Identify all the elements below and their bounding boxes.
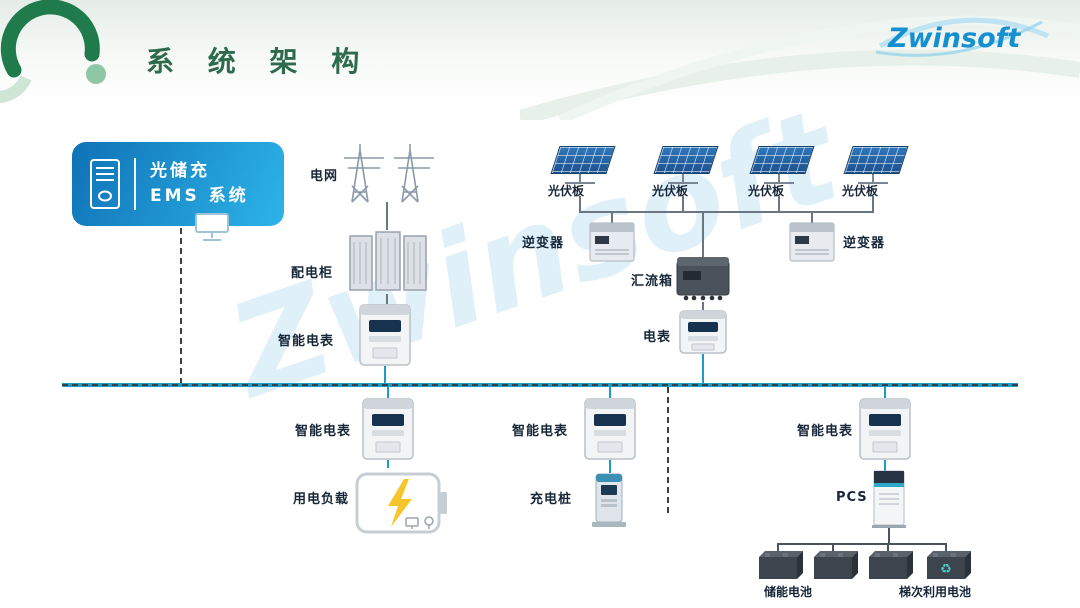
pv-panel-icon-3	[744, 146, 815, 192]
pcs-to-battery-line	[888, 528, 890, 544]
smart-meter-pcs-icon	[859, 398, 911, 460]
recycle-battery-icon: ♻	[927, 551, 971, 579]
pcs-cabinet-icon	[872, 470, 906, 528]
smart-meter-charger-label: 智能电表	[512, 424, 569, 439]
corner-leaf-decoration	[0, 0, 106, 103]
power-line-grid-to-cabinet	[386, 202, 388, 230]
pv-panel-icon-2	[648, 146, 719, 192]
pv-face	[843, 146, 909, 174]
pv-label-2: 光伏板	[652, 184, 689, 198]
battery-drop-1	[777, 543, 779, 551]
pv-bus-connector	[579, 211, 874, 213]
smart-meter-charger-icon	[584, 398, 636, 460]
distribution-cabinet-label: 配电柜	[291, 266, 334, 281]
combiner-box-label: 汇流箱	[631, 274, 674, 289]
storage-battery-label: 储能电池	[764, 585, 813, 599]
logo-text: Zwinsoft	[888, 23, 1021, 54]
inverter-left-drop	[611, 211, 613, 223]
battery-drop-4	[945, 543, 947, 551]
page-title: 系 统 架 构	[146, 45, 372, 78]
distribution-cabinet-icon	[349, 231, 427, 291]
pv-label-1: 光伏板	[548, 184, 585, 198]
smart-meter-pcs-label: 智能电表	[797, 424, 854, 439]
pcs-label: PCS	[836, 490, 868, 505]
battery-drop-3	[887, 543, 889, 551]
combiner-drop	[702, 211, 704, 257]
grid-tower-icon	[344, 144, 434, 203]
pv-panel-icon-4	[838, 146, 909, 192]
battery-drop-2	[832, 543, 834, 551]
pv-drop-2	[682, 196, 684, 212]
comm-line-bus-to-charger	[667, 387, 669, 513]
echelon-battery-label: 梯次利用电池	[899, 585, 972, 599]
pv-drop-1	[579, 196, 581, 212]
logo-swoosh-icon	[875, 17, 1049, 57]
meter-to-load-line	[387, 460, 389, 468]
logo: Zwinsoft	[872, 12, 1054, 64]
ems-monitor-icon	[195, 213, 229, 241]
inverter-right-drop	[811, 211, 813, 223]
comm-bus-dashed-line	[62, 384, 1018, 386]
ems-divider	[134, 158, 136, 210]
pv-drop-3	[778, 196, 780, 212]
meter-to-bus-line	[702, 354, 704, 384]
ems-system-box: 光储充 EMS 系统	[72, 142, 284, 226]
load-label: 用电负载	[293, 492, 350, 507]
battery-icon-1	[759, 551, 803, 579]
battery-icon-2	[814, 551, 858, 579]
inverter-left-icon	[589, 222, 635, 262]
bus-drop-center	[609, 387, 611, 398]
bus-drop-right	[884, 387, 886, 398]
lightning-icon	[388, 479, 412, 527]
battery-icon-3	[869, 551, 913, 579]
bus-drop-left	[387, 387, 389, 398]
ems-label: 光储充 EMS 系统	[150, 159, 249, 208]
grid-label: 电网	[310, 169, 339, 184]
pv-drop-4	[872, 196, 874, 212]
smart-meter-main-label: 智能电表	[278, 334, 335, 349]
pv-face	[550, 146, 616, 174]
meter-to-pcs-line	[884, 460, 886, 471]
meter-icon	[679, 310, 727, 354]
smart-meter-load-icon	[362, 398, 414, 460]
ems-label-line1: 光储充	[150, 161, 210, 182]
combiner-box-icon	[676, 257, 730, 301]
pv-face	[653, 146, 719, 174]
power-line-meter-to-bus	[384, 366, 386, 384]
power-line-cabinet-to-meter	[386, 294, 388, 304]
meter-to-charger-line	[609, 460, 611, 473]
ems-label-line2: EMS 系统	[150, 186, 249, 206]
inverter-left-label: 逆变器	[522, 236, 565, 251]
inverter-right-icon	[789, 222, 835, 262]
meter-label: 电表	[643, 330, 672, 345]
smart-meter-main-icon	[359, 304, 411, 366]
pv-face	[749, 146, 815, 174]
charging-pile-icon	[592, 473, 626, 527]
load-battery-icon	[355, 472, 447, 534]
charging-pile-label: 充电桩	[530, 492, 573, 507]
battery-connector-line	[778, 543, 946, 545]
pv-panel-icon-1	[545, 146, 616, 192]
comm-line-ems-to-bus	[180, 228, 182, 384]
inverter-right-label: 逆变器	[843, 236, 886, 251]
ems-server-icon	[90, 159, 120, 209]
combiner-to-meter-line	[702, 302, 704, 310]
recycle-icon: ♻	[940, 562, 952, 577]
smart-meter-load-label: 智能电表	[295, 424, 352, 439]
pv-label-3: 光伏板	[748, 184, 785, 198]
watermark: Zwinsoft	[213, 81, 856, 427]
pv-label-4: 光伏板	[842, 184, 879, 198]
